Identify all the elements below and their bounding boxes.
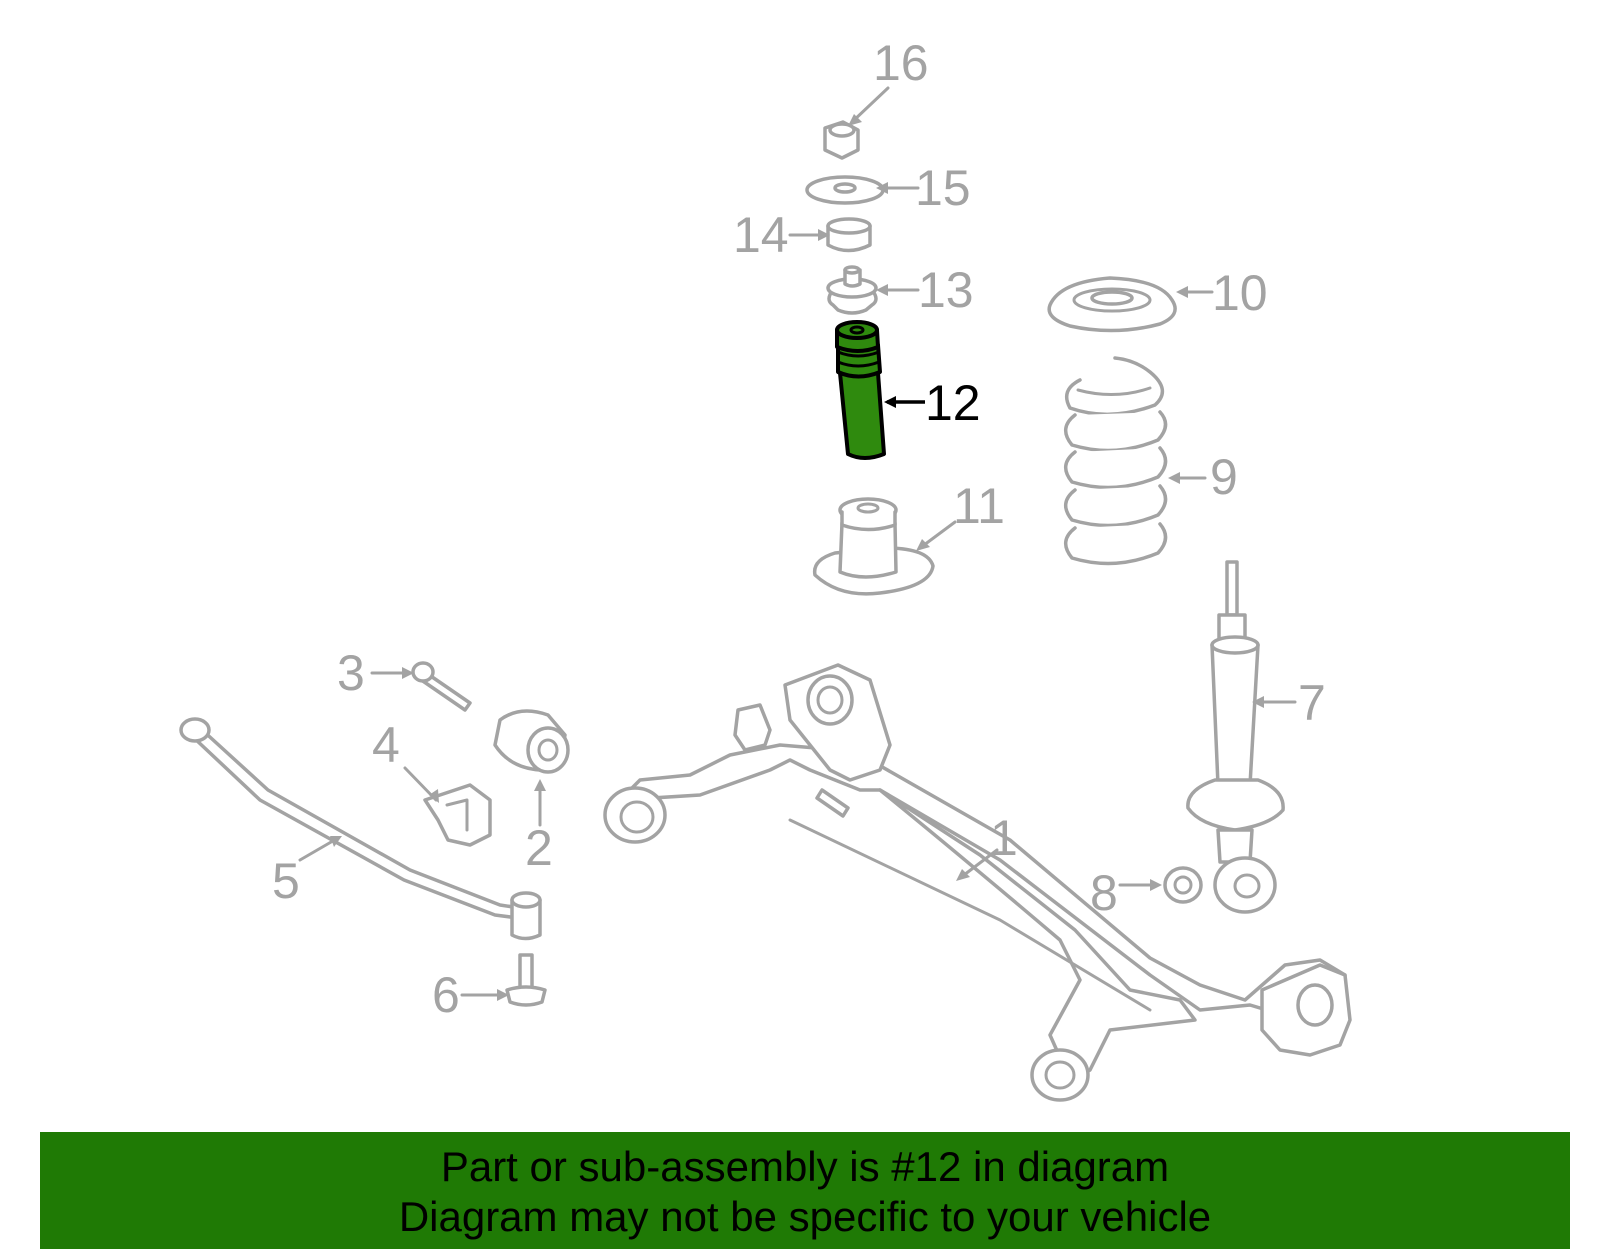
callout-14: 14 [733, 207, 789, 263]
callout-12: 12 [925, 375, 981, 431]
suspension-parts-diagram: 16 15 14 13 12 11 [179, 35, 1352, 1102]
callout-6: 6 [432, 967, 460, 1023]
callout-15: 15 [915, 160, 971, 216]
part-10-upper-seat[interactable] [1047, 276, 1177, 333]
part-11-spring-seat[interactable] [812, 497, 935, 596]
callout-7: 7 [1298, 675, 1326, 731]
part-2-bushing[interactable] [493, 709, 570, 774]
part-1-axle-beam[interactable] [603, 663, 1352, 1102]
part-6-bolt[interactable] [505, 953, 547, 1007]
callout-9: 9 [1210, 449, 1238, 505]
callout-5: 5 [272, 853, 300, 909]
banner-line-1: Part or sub-assembly is #12 in diagram [440, 1143, 1170, 1190]
part-5-lateral-rod[interactable] [179, 717, 542, 941]
info-banner: Part or sub-assembly is #12 in diagram D… [40, 1132, 1570, 1249]
part-13-insulator[interactable] [826, 265, 878, 315]
callout-4: 4 [372, 717, 400, 773]
arrow-16 [850, 86, 890, 124]
part-12-bump-stop[interactable] [835, 320, 886, 460]
part-15-washer[interactable] [805, 175, 885, 205]
callout-3: 3 [337, 645, 365, 701]
arrow-5 [298, 836, 340, 862]
callout-10: 10 [1212, 265, 1268, 321]
part-14-bushing[interactable] [826, 217, 872, 253]
part-4-bracket[interactable] [423, 783, 492, 847]
callout-13: 13 [918, 262, 974, 318]
part-16-nut[interactable] [823, 120, 860, 160]
part-7-strut[interactable] [1186, 560, 1285, 914]
part-8-bushing[interactable] [1163, 866, 1203, 904]
callout-2: 2 [525, 820, 553, 876]
callout-11: 11 [953, 478, 1005, 534]
callout-1: 1 [990, 810, 1018, 866]
part-9-coil-spring[interactable] [1064, 356, 1168, 566]
part-3-bolt[interactable] [411, 661, 472, 712]
banner-line-2: Diagram may not be specific to your vehi… [398, 1193, 1212, 1240]
callout-16: 16 [873, 35, 929, 91]
